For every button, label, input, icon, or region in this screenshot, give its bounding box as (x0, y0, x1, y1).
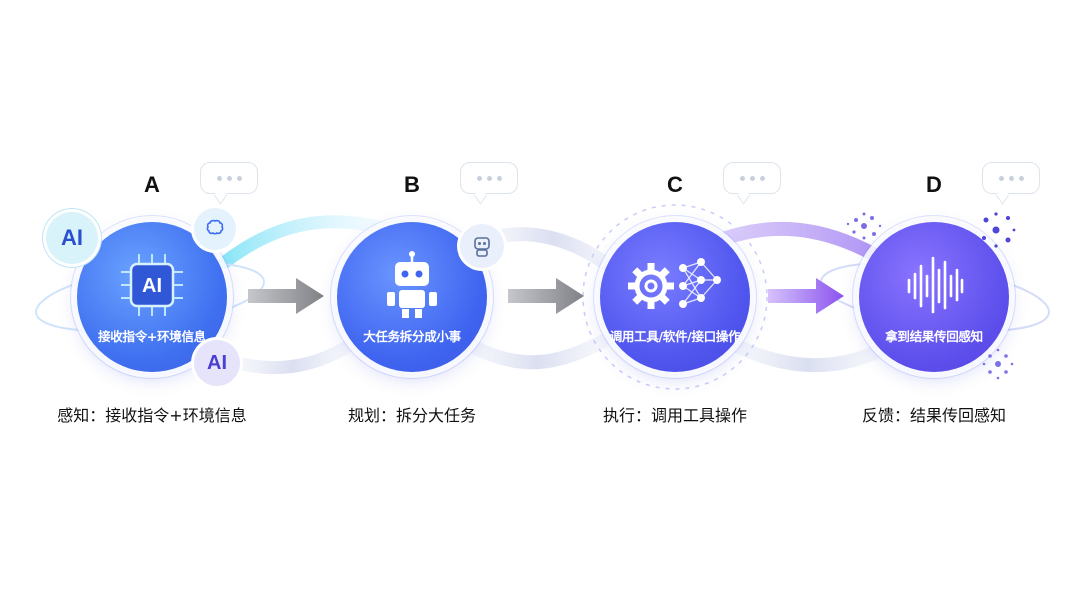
stage-inner-label: 接收指令+环境信息 (98, 329, 206, 344)
stage-b: B 大任务拆分成小事 规划：拆分大任务 (282, 0, 542, 608)
arrow-a-b (248, 278, 324, 314)
stage-caption: 规划：拆分大任务 (347, 406, 476, 425)
stage-circle: 调用工具/软件/接口操作 (600, 222, 750, 372)
stage-inner-label: 大任务拆分成小事 (363, 329, 461, 344)
ai-chip-icon: AI (117, 250, 187, 320)
stage-d: D (804, 0, 1064, 608)
chat-bubble-icon (982, 162, 1040, 194)
waveform-icon (899, 250, 969, 320)
ribbon-b-c-lower (463, 333, 612, 370)
ai-badge-top: AI (46, 212, 98, 264)
chat-bubble-icon (460, 162, 518, 194)
arrow-b-c (508, 278, 584, 314)
chat-bubble-icon (200, 162, 258, 194)
stage-caption: 反馈：结果传回感知 (861, 406, 1006, 425)
stage-letter: D (926, 172, 942, 197)
particle-cluster-icon (982, 348, 1014, 380)
stage-caption: 感知：接收指令+环境信息 (57, 406, 247, 425)
stage-a: A AI 接收指令+环境信息 AI (22, 0, 282, 608)
stage-inner-label: 拿到结果传回感知 (885, 329, 983, 344)
ribbon-c-d-lower (728, 338, 887, 373)
arrow-c-d (768, 278, 844, 314)
robot-avatar-icon (460, 224, 504, 268)
stage-letter: C (667, 172, 683, 197)
orbit-c (582, 204, 768, 390)
stage-c: C (545, 0, 805, 608)
stage-letter: B (404, 172, 420, 197)
gear-network-icon (625, 250, 725, 320)
chat-bubble-icon (723, 162, 781, 194)
ai-badge-bottom: AI (194, 340, 240, 386)
stage-circle: 拿到结果传回感知 (859, 222, 1009, 372)
particle-cluster-icon (846, 212, 882, 240)
chip-text: AI (142, 275, 162, 297)
stage-inner-label: 调用工具/软件/接口操作 (609, 329, 741, 344)
brain-icon (194, 208, 236, 250)
stage-caption: 执行：调用工具操作 (602, 406, 747, 425)
particle-cluster-icon (982, 212, 1016, 248)
stage-letter: A (144, 172, 160, 197)
ribbon-a-b-upper (218, 215, 392, 269)
robot-icon (377, 250, 447, 320)
ribbon-c-d-upper (713, 221, 882, 262)
ribbon-b-a-lower (228, 338, 357, 375)
